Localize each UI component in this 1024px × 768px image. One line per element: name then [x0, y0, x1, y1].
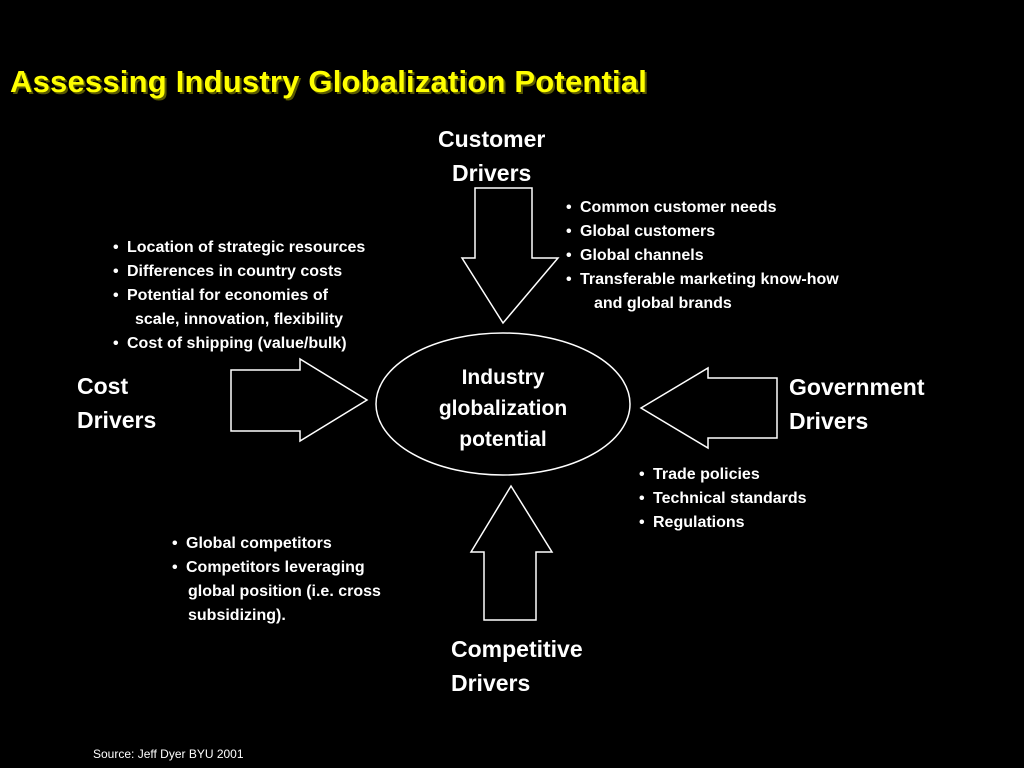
source-citation: Source: Jeff Dyer BYU 2001: [93, 747, 244, 761]
cost-drivers-label: Cost Drivers: [77, 369, 156, 437]
center-ellipse: [375, 332, 631, 476]
center-line: potential: [459, 428, 547, 451]
list-item: • Trade policies: [637, 463, 807, 487]
cost-drivers-list: • Location of strategic resources • Differ…: [111, 236, 365, 356]
list-item-continuation: scale, innovation, flexibility: [135, 311, 344, 328]
driver-label-line: Drivers: [77, 407, 157, 433]
cost-arrow: [230, 357, 369, 443]
driver-label-line: Drivers: [789, 408, 869, 434]
customer-arrow: [460, 187, 560, 325]
bullet-glyph: •: [639, 514, 645, 531]
driver-label-line: Drivers: [452, 160, 532, 186]
list-item: • Location of strategic resources: [111, 236, 365, 260]
list-item: • Transferable marketing know-how: [564, 268, 839, 292]
driver-label-line: Drivers: [451, 670, 531, 696]
list-item-continuation: subsidizing).: [188, 607, 286, 624]
list-item: • Regulations: [637, 511, 807, 535]
competitive-drivers-label: Competitive Drivers: [451, 632, 583, 700]
bullet-glyph: •: [113, 239, 119, 256]
list-item-text: Global channels: [580, 247, 704, 264]
list-item-text: Trade policies: [653, 466, 760, 483]
driver-label-line: Customer: [438, 126, 546, 152]
customer-drivers-list: • Common customer needs • Global customers…: [564, 196, 839, 316]
list-item-text: Cost of shipping (value/bulk): [127, 335, 347, 352]
list-item: • Technical standards: [637, 487, 807, 511]
list-item: • Potential for economies of: [111, 284, 365, 308]
list-item-continuation: global position (i.e. cross: [188, 583, 381, 600]
list-item-text: Common customer needs: [580, 199, 777, 216]
government-arrow: [639, 366, 778, 450]
bullet-glyph: •: [566, 247, 572, 264]
competitive-drivers-list: • Global competitors • Competitors leverag…: [170, 532, 381, 628]
bullet-glyph: •: [113, 263, 119, 280]
list-item-text: Potential for economies of: [127, 287, 328, 304]
list-item: • Competitors leveraging: [170, 556, 381, 580]
slide-title: Assessing Industry Globalization Potenti…: [10, 64, 648, 99]
list-item-text: Location of strategic resources: [127, 239, 366, 256]
bullet-glyph: •: [566, 199, 572, 216]
list-item-text: Competitors leveraging: [186, 559, 365, 576]
list-item: • Global customers: [564, 220, 839, 244]
driver-label-line: Competitive: [451, 636, 583, 662]
bullet-glyph: •: [639, 466, 645, 483]
driver-label-line: Cost: [77, 373, 129, 399]
center-line: globalization: [438, 397, 568, 420]
list-item: • Global competitors: [170, 532, 381, 556]
list-item: • Global channels: [564, 244, 839, 268]
bullet-glyph: •: [172, 535, 178, 552]
list-item: • Differences in country costs: [111, 260, 365, 284]
list-item-text: Regulations: [653, 514, 745, 531]
center-label: Industry globalization potential: [378, 362, 628, 455]
list-item: • Common customer needs: [564, 196, 839, 220]
bullet-glyph: •: [113, 287, 119, 304]
list-item: • Cost of shipping (value/bulk): [111, 332, 365, 356]
list-item-text: Technical standards: [653, 490, 807, 507]
government-drivers-list: • Trade policies • Technical standards • Re…: [637, 463, 807, 535]
customer-drivers-label: Customer Drivers: [438, 122, 545, 190]
bullet-glyph: •: [639, 490, 645, 507]
government-drivers-label: Government Drivers: [789, 370, 924, 438]
list-item-text: Global customers: [580, 223, 716, 240]
center-line: Industry: [461, 366, 545, 389]
bullet-glyph: •: [566, 271, 572, 288]
list-item-text: Transferable marketing know-how: [580, 271, 839, 288]
list-item-text: Global competitors: [186, 535, 332, 552]
driver-label-line: Government: [789, 374, 925, 400]
bullet-glyph: •: [566, 223, 572, 240]
bullet-glyph: •: [172, 559, 178, 576]
bullet-glyph: •: [113, 335, 119, 352]
list-item-text: Differences in country costs: [127, 263, 343, 280]
list-item-continuation: and global brands: [594, 295, 732, 312]
competitive-arrow: [469, 484, 554, 621]
